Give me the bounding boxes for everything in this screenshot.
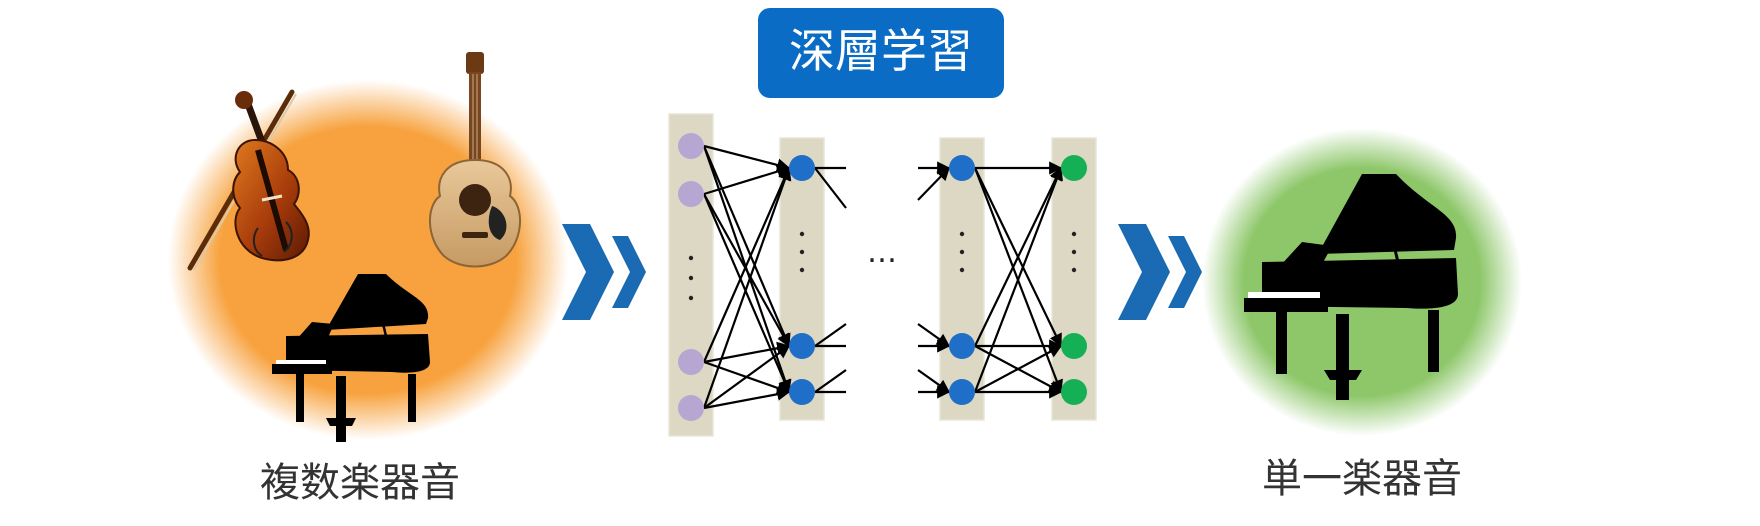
input-glow	[168, 80, 568, 440]
grand-piano-icon	[1244, 174, 1458, 400]
hidden-node	[789, 379, 815, 405]
network-edge	[703, 165, 791, 196]
input-label: 複数楽器音	[260, 460, 460, 506]
title-box: 深層学習	[758, 8, 1004, 98]
hidden-node	[949, 379, 975, 405]
network-edge	[703, 341, 791, 364]
violin-icon	[187, 89, 310, 271]
grand-piano-icon	[272, 274, 430, 442]
output-layer	[1051, 137, 1097, 421]
network-edge	[917, 323, 951, 347]
network-edge	[917, 167, 950, 201]
network-edge	[814, 369, 847, 393]
network-edge	[974, 345, 1063, 393]
hidden-node	[949, 155, 975, 181]
input-node	[678, 133, 704, 159]
diagram-title: 深層学習	[789, 24, 973, 78]
hidden-node	[789, 333, 815, 359]
network-edge	[703, 144, 791, 172]
chevron-right-icon	[562, 224, 646, 320]
network-edge	[703, 387, 791, 410]
input-layer	[668, 113, 714, 437]
input-node	[678, 395, 704, 421]
hidden-layer-2-dots	[959, 231, 965, 273]
network-edge	[702, 166, 791, 363]
hidden-layer-2	[939, 137, 985, 421]
hidden-layer-1-dots	[799, 231, 805, 273]
input-node	[678, 181, 704, 207]
output-label: 単一楽器音	[1262, 456, 1462, 502]
network-edge	[973, 166, 1063, 393]
hidden-layer-1	[779, 137, 825, 421]
network-edge	[814, 167, 847, 209]
acoustic-guitar-icon	[428, 52, 522, 268]
network-edge	[917, 369, 951, 393]
network-edges	[702, 144, 1063, 410]
output-layer-dots	[1071, 231, 1077, 273]
output-node	[1061, 333, 1087, 359]
network-edge	[702, 145, 791, 348]
network-edge	[702, 166, 792, 409]
neural-network: …	[668, 113, 1097, 437]
input-node	[678, 349, 704, 375]
network-edge	[703, 345, 791, 409]
hidden-node	[949, 333, 975, 359]
output-node	[1061, 379, 1087, 405]
network-edge	[703, 193, 790, 348]
network-edge	[702, 193, 791, 394]
output-node	[1061, 155, 1087, 181]
network-edge	[974, 166, 1062, 347]
chevron-right-icon	[1118, 224, 1202, 320]
input-layer-dots	[688, 255, 694, 301]
hidden-node	[789, 155, 815, 181]
network-edge	[814, 323, 847, 347]
ellipsis-label: …	[867, 235, 897, 270]
